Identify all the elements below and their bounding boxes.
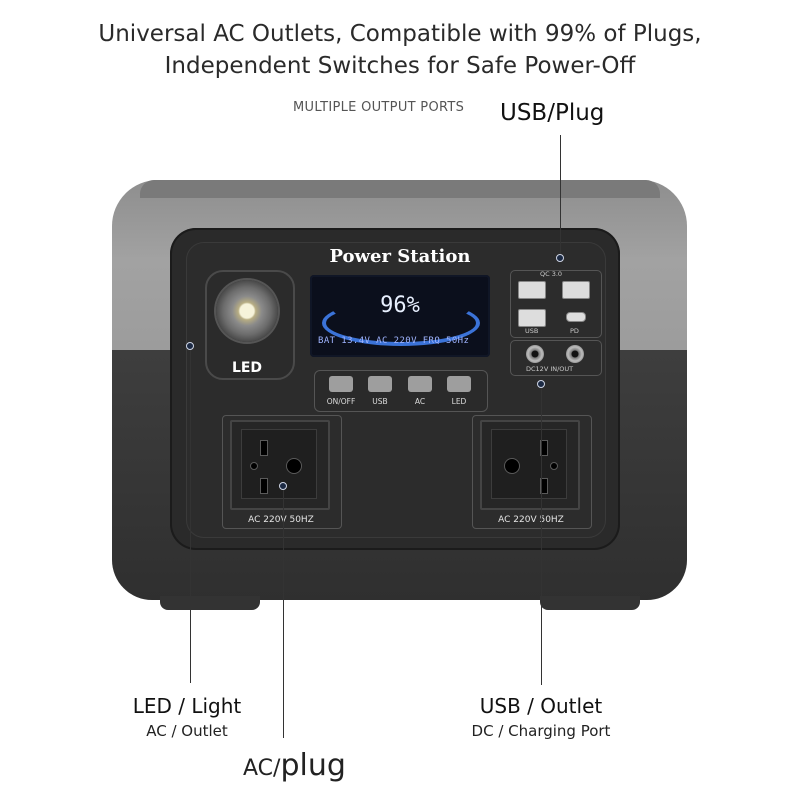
ac-outlet-label-left: AC 220V 50HZ <box>248 515 314 525</box>
button-label-usb: USB <box>372 397 388 406</box>
usb-port[interactable] <box>518 309 546 327</box>
dc-port-1[interactable] <box>526 345 544 363</box>
usb-qc-port-1[interactable] <box>518 281 546 299</box>
callout-usb-outlet: USB / Outlet <box>479 694 603 718</box>
leader-line-ac-plug <box>283 488 284 738</box>
subheading: MULTIPLE OUTPUT PORTS <box>293 100 465 115</box>
device-top-bumper <box>140 180 660 198</box>
lcd-readout: BAT 13.4V AC 220V FRQ 50Hz <box>318 336 470 346</box>
usb-qc-label: QC 3.0 <box>540 270 563 278</box>
pd-label: PD <box>570 327 579 335</box>
outlet-slot-icon <box>260 478 268 494</box>
outlet-round-hole-icon <box>286 458 302 474</box>
leader-line-usb-plug <box>560 135 561 255</box>
usb-port-group <box>510 270 602 338</box>
headline-line-1: Universal AC Outlets, Compatible with 99… <box>98 21 702 47</box>
headline-line-2: Independent Switches for Safe Power-Off <box>164 53 636 79</box>
ac-switch-button[interactable] <box>408 376 432 392</box>
ac-outlet-frame-right <box>472 415 592 529</box>
ac-outlet-label-right: AC 220V 50HZ <box>498 515 564 525</box>
outlet-round-hole-icon <box>504 458 520 474</box>
on-off-button[interactable] <box>329 376 353 392</box>
callout-ac-plug-suffix: plug <box>280 748 346 783</box>
callout-ac-outlet: AC / Outlet <box>146 722 228 740</box>
usb-switch-button[interactable] <box>368 376 392 392</box>
usb-c-pd-port[interactable] <box>566 312 586 322</box>
button-label-led: LED <box>451 397 467 406</box>
leader-line-usb-outlet <box>541 385 542 685</box>
button-label-on-off: ON/OFF <box>326 397 356 406</box>
leader-dot-usb-plug <box>556 254 564 262</box>
usb-label: USB <box>525 327 539 335</box>
device-foot-right <box>540 596 640 610</box>
leader-dot-usb-outlet <box>537 380 545 388</box>
callout-ac-plug: AC/plug <box>243 748 373 783</box>
led-label: LED <box>231 360 263 376</box>
dc-port-2[interactable] <box>566 345 584 363</box>
leader-dot-ac-plug <box>279 482 287 490</box>
callout-ac-plug-prefix: AC/ <box>243 756 281 781</box>
led-lamp-icon <box>216 280 278 342</box>
device-foot-left <box>160 596 260 610</box>
outlet-slot-icon <box>540 440 548 456</box>
callout-usb-plug: USB/Plug <box>500 100 605 126</box>
button-label-ac: AC <box>414 397 426 406</box>
lcd-battery-percent: 96% <box>380 293 420 318</box>
leader-dot-led <box>186 342 194 350</box>
ac-outlet-frame-left <box>222 415 342 529</box>
leader-line-led <box>190 348 191 683</box>
callout-led-light: LED / Light <box>132 694 242 718</box>
outlet-slot-icon <box>260 440 268 456</box>
lcd-battery-arc <box>322 300 480 346</box>
outlet-hole-icon <box>550 462 558 470</box>
outlet-slot-icon <box>540 478 548 494</box>
dc-label: DC12V IN/OUT <box>526 365 574 373</box>
dc-port-group <box>510 340 602 376</box>
outlet-hole-icon <box>250 462 258 470</box>
led-switch-button[interactable] <box>447 376 471 392</box>
callout-dc-charging: DC / Charging Port <box>471 722 611 740</box>
usb-qc-port-2[interactable] <box>562 281 590 299</box>
brand-label: Power Station <box>329 246 471 267</box>
